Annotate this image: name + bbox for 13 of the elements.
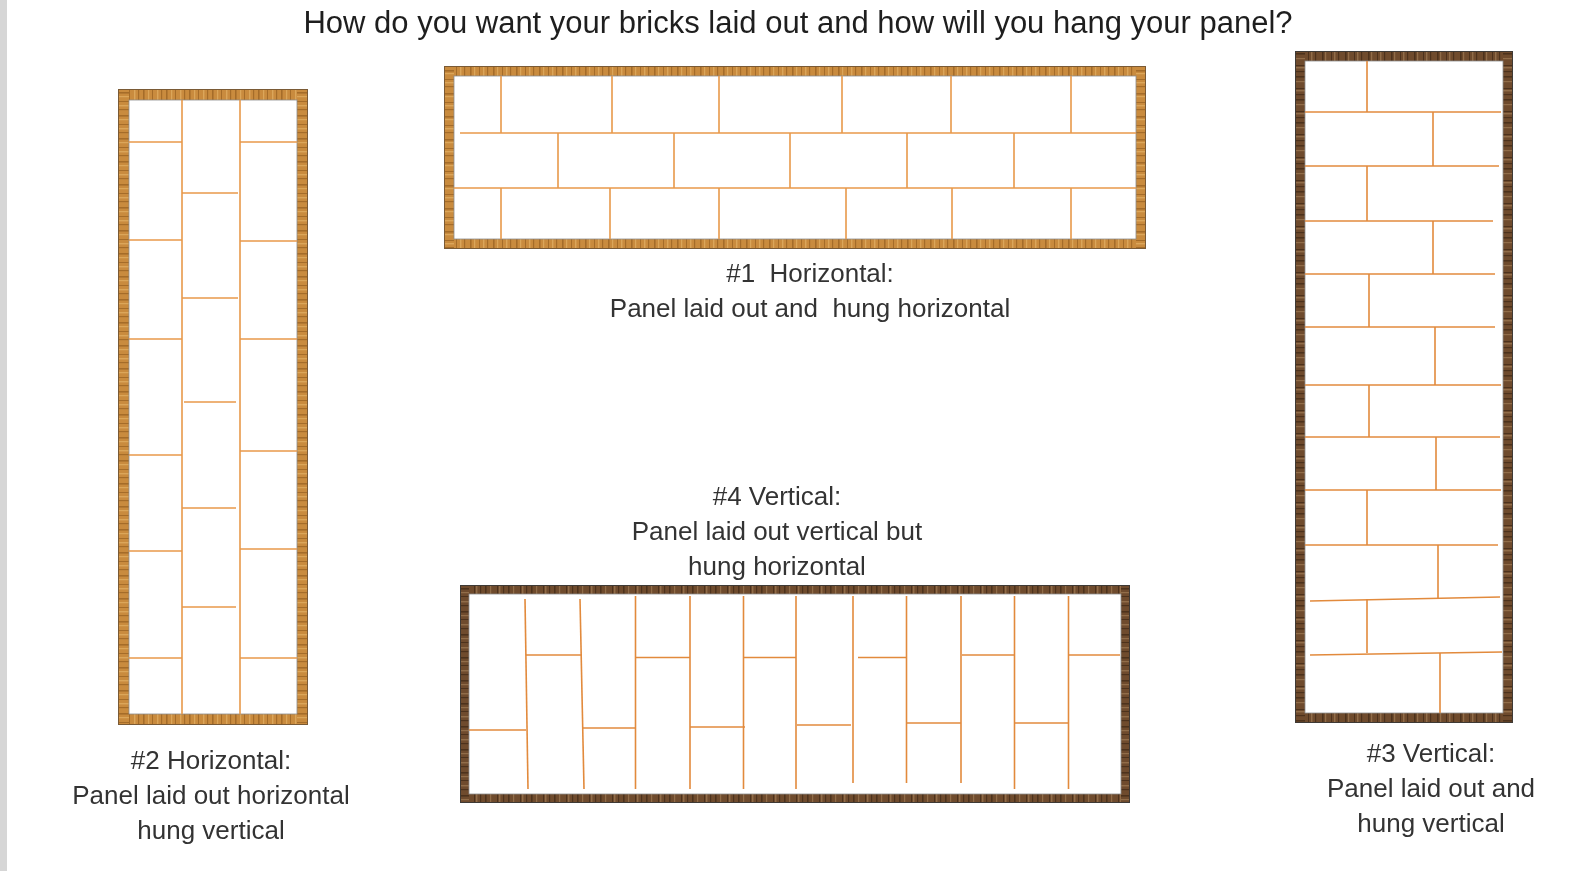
caption-heading: #1 Horizontal:: [726, 257, 894, 290]
brick-panel-drawing: [1295, 51, 1513, 723]
caption-text: Panel laid out and hung horizontal: [609, 292, 1011, 325]
brick-panel-drawing: [118, 89, 308, 725]
brick-panel-drawing: [460, 585, 1130, 803]
caption-heading: #2 Horizontal:: [130, 744, 292, 777]
title: How do you want your bricks laid out and how will you hang your panel?: [303, 4, 1293, 42]
caption-heading: #4 Vertical:: [712, 480, 842, 513]
caption-text: Panel laid out vertical but hung horizontal: [630, 515, 924, 583]
brick-panel-drawing: [444, 66, 1146, 249]
caption-text: Panel laid out and hung vertical: [1325, 772, 1537, 840]
caption-text: Panel laid out horizontal hung vertical: [71, 779, 351, 847]
caption-heading: #3 Vertical:: [1366, 737, 1496, 770]
